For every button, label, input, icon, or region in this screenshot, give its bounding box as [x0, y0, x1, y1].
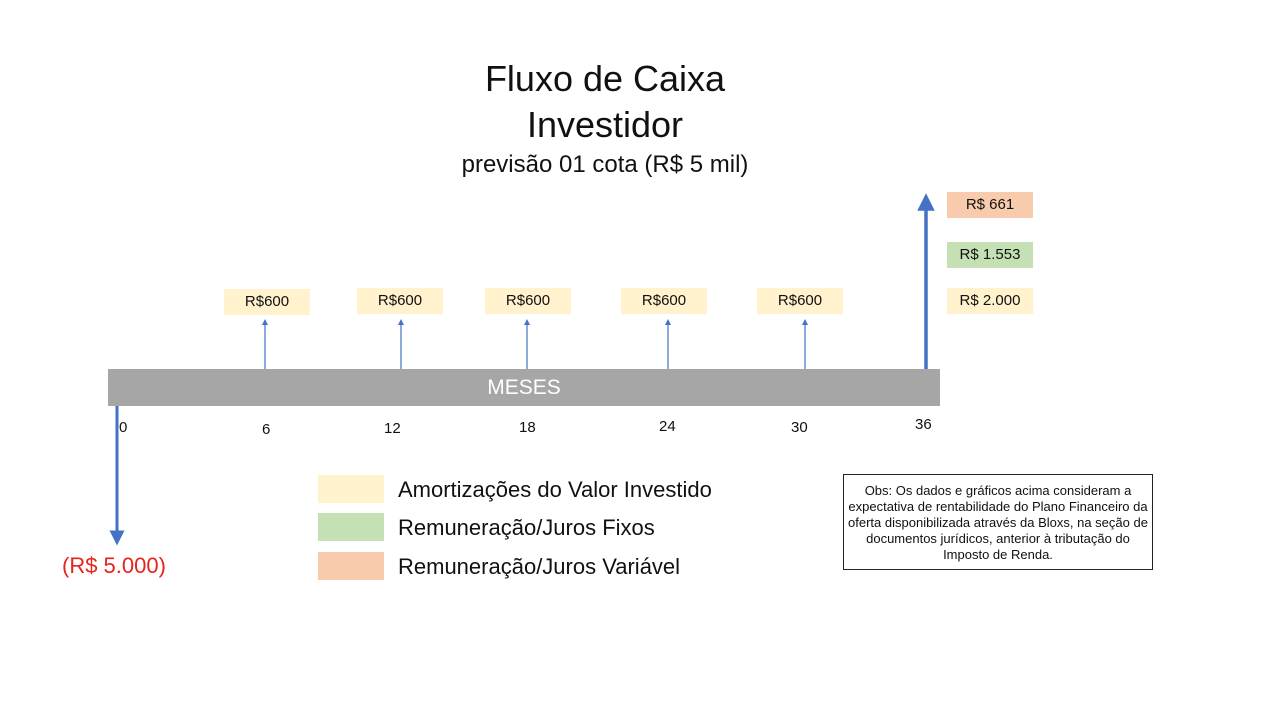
legend-swatch-variable — [318, 552, 384, 580]
tick-label-12: 12 — [384, 420, 401, 437]
legend-label-amortization: Amortizações do Valor Investido — [398, 477, 712, 502]
tick-label-24: 24 — [659, 418, 676, 435]
legend-item-variable: Remuneração/Juros Variável — [318, 552, 798, 582]
legend-item-amortization: Amortizações do Valor Investido — [318, 475, 798, 505]
note-box: Obs: Os dados e gráficos acima considera… — [843, 474, 1153, 570]
legend-item-fixed: Remuneração/Juros Fixos — [318, 513, 798, 543]
final-amortization-value: R$ 2.000 — [947, 288, 1033, 314]
tick-label-0: 0 — [119, 419, 128, 436]
tick-label-30: 30 — [791, 419, 808, 436]
inflow-value-24: R$600 — [621, 288, 707, 314]
legend-swatch-fixed — [318, 513, 384, 541]
final-variable-value: R$ 661 — [947, 192, 1033, 218]
legend-label-variable: Remuneração/Juros Variável — [398, 554, 681, 579]
tick-label-18: 18 — [519, 419, 536, 436]
title-block: Fluxo de Caixa Investidor previsão 01 co… — [340, 56, 870, 182]
timeline-bar: MESES — [108, 369, 940, 406]
page-subtitle: previsão 01 cota (R$ 5 mil) — [461, 151, 749, 178]
inflow-value-18: R$600 — [485, 288, 571, 314]
legend-label-fixed: Remuneração/Juros Fixos — [398, 515, 655, 540]
final-fixed-value: R$ 1.553 — [947, 242, 1033, 268]
inflow-value-12: R$600 — [357, 288, 443, 314]
page-title: Fluxo de Caixa — [484, 58, 726, 99]
tick-label-6: 6 — [262, 421, 271, 438]
page-title-line-2: Investidor — [526, 104, 684, 145]
inflow-value-6: R$600 — [224, 289, 310, 315]
inflow-value-30: R$600 — [757, 288, 843, 314]
initial-outflow-value: (R$ 5.000) — [62, 553, 166, 578]
legend-swatch-amortization — [318, 475, 384, 503]
tick-label-36: 36 — [915, 416, 932, 433]
